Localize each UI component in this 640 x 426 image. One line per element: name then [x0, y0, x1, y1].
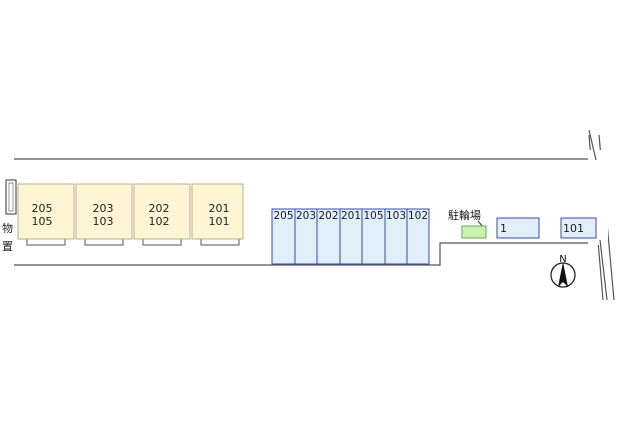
bike-parking-label: 駐輪場 — [448, 208, 481, 222]
building-4: 201 101 — [191, 183, 244, 246]
stall-2: 203 — [296, 210, 316, 222]
lot-boundary — [14, 158, 590, 266]
building-3-lower: 102 — [149, 215, 170, 228]
building-1: 205 105 — [17, 183, 75, 246]
storage-shed: 物 置 — [2, 179, 17, 253]
parking-stalls: 205 203 202 201 105 103 102 — [271, 208, 430, 265]
building-2-upper: 203 — [93, 202, 114, 215]
bike-parking: 駐輪場 — [448, 208, 487, 239]
stall-4: 201 — [341, 210, 361, 222]
compass: N — [550, 254, 576, 288]
compass-label: N — [559, 254, 566, 265]
building-4-upper: 201 — [209, 202, 230, 215]
building-4-lower: 101 — [209, 215, 230, 228]
spot-101: 101 — [560, 217, 597, 239]
stall-5: 105 — [363, 210, 383, 222]
spot-101-label: 101 — [563, 222, 584, 235]
spot-1: 1 — [496, 217, 540, 239]
building-1-upper: 205 — [32, 202, 53, 215]
building-2: 203 103 — [75, 183, 133, 246]
storage-char-2: 置 — [2, 240, 13, 253]
building-1-lower: 105 — [32, 215, 53, 228]
stall-7: 102 — [408, 210, 428, 222]
stall-1: 205 — [273, 210, 293, 222]
building-2-lower: 103 — [93, 215, 114, 228]
stall-6: 103 — [386, 210, 406, 222]
building-3: 202 102 — [133, 183, 191, 246]
stall-3: 202 — [318, 210, 338, 222]
storage-char-1: 物 — [2, 221, 13, 235]
north-arrow-icon — [558, 262, 568, 287]
building-3-upper: 202 — [149, 202, 170, 215]
spot-1-label: 1 — [500, 222, 507, 235]
